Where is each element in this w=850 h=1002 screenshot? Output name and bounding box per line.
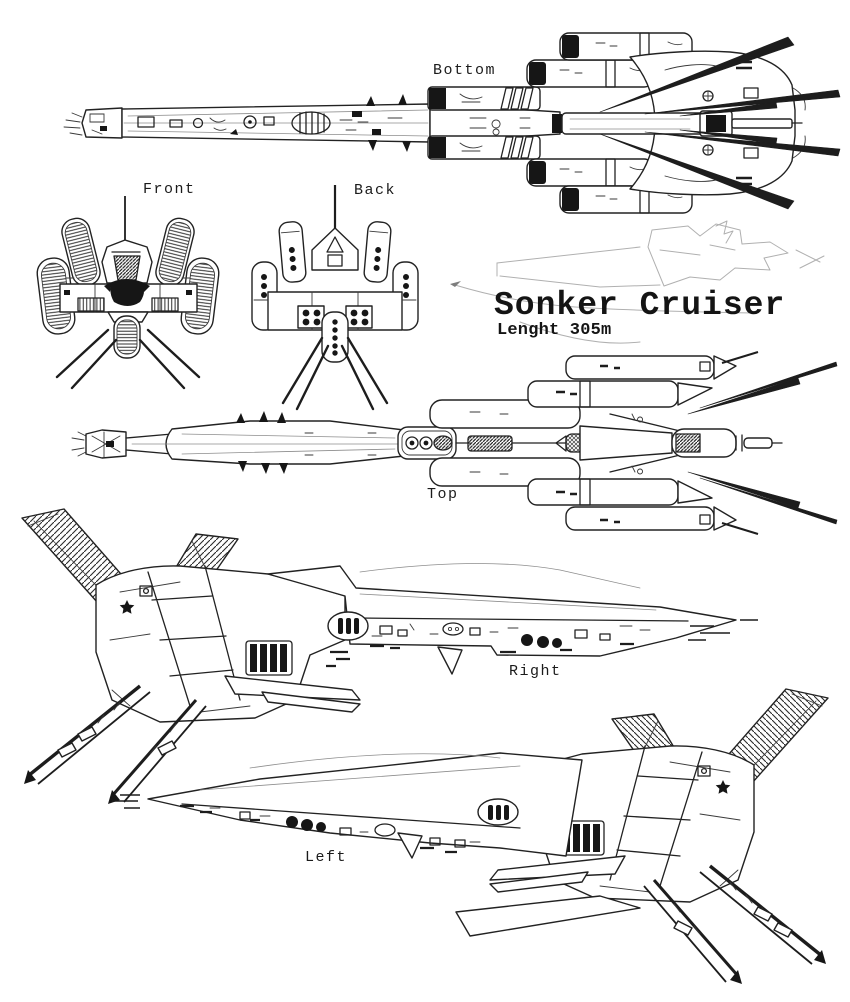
front-view-drawing bbox=[36, 196, 220, 390]
top-view-drawing bbox=[71, 351, 838, 535]
right-view-label: Right bbox=[509, 663, 562, 680]
concept-sketch bbox=[450, 223, 825, 344]
right-view-drawing bbox=[20, 507, 758, 806]
left-view-drawing bbox=[112, 687, 830, 986]
back-view-label: Back bbox=[354, 182, 397, 199]
back-view-drawing bbox=[251, 185, 419, 411]
front-view-label: Front bbox=[143, 181, 196, 198]
bottom-view-label: Bottom bbox=[433, 62, 497, 79]
top-view-label: Top bbox=[427, 486, 459, 503]
bottom-view-drawing bbox=[63, 32, 841, 244]
left-view-label: Left bbox=[305, 849, 348, 866]
ship-length-note: Lenght 305m bbox=[497, 321, 612, 340]
ship-title: Sonker Cruiser bbox=[494, 287, 786, 324]
